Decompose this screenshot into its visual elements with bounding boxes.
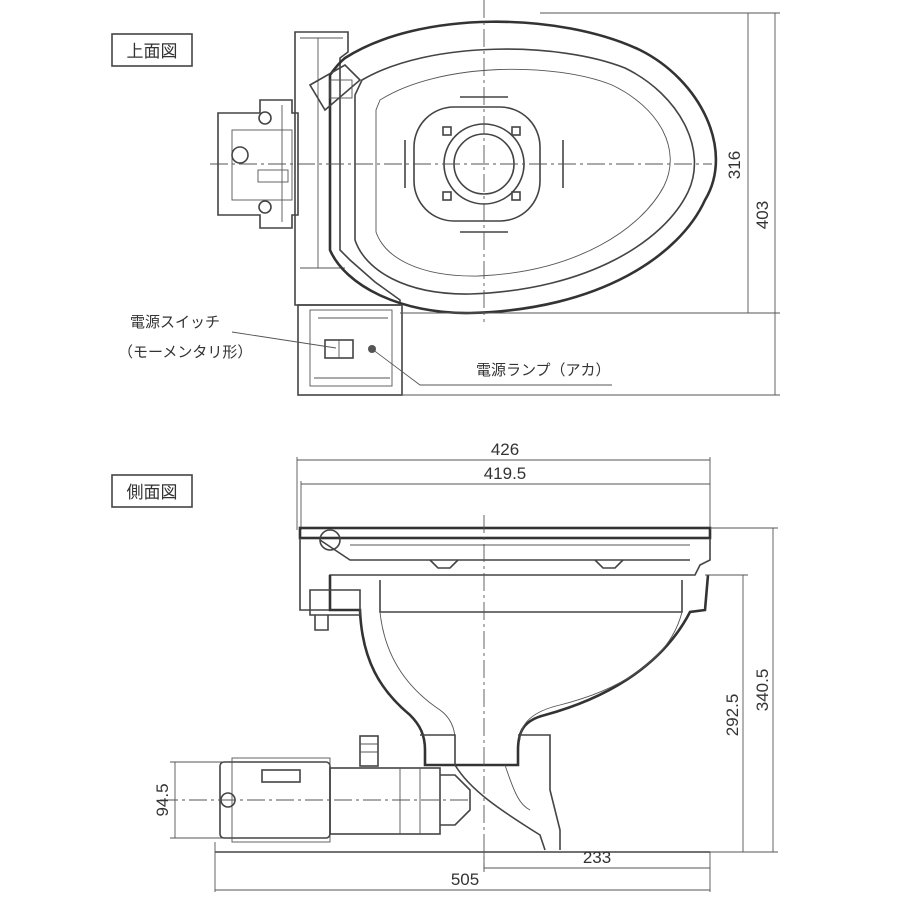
dim-505: 505 bbox=[451, 870, 479, 889]
dim-316: 316 bbox=[725, 151, 744, 179]
side-view: 側面図 426 419.5 bbox=[111, 440, 778, 892]
bowl-side bbox=[309, 574, 710, 767]
callout-switch-type: （モーメンタリ形） bbox=[118, 343, 252, 361]
control-panel bbox=[297, 304, 403, 396]
dim-426: 426 bbox=[491, 440, 519, 459]
seat-side bbox=[298, 526, 712, 611]
bowl-rim bbox=[375, 68, 671, 277]
base-side bbox=[215, 734, 710, 853]
dim-233: 233 bbox=[583, 848, 611, 867]
callout-power-lamp: 電源ランプ（アカ） bbox=[476, 361, 611, 379]
seat-inner bbox=[354, 48, 696, 295]
top-view-label: 上面図 bbox=[127, 42, 178, 62]
side-view-label: 側面図 bbox=[127, 483, 178, 503]
hinge-side bbox=[319, 529, 341, 551]
dim-2925: 292.5 bbox=[723, 694, 742, 737]
pump-side bbox=[219, 735, 471, 843]
dim-403: 403 bbox=[753, 201, 772, 229]
side-view-label-box bbox=[111, 474, 193, 508]
dim-945: 94.5 bbox=[153, 783, 172, 816]
pump-top bbox=[217, 99, 299, 229]
hinge bbox=[308, 64, 362, 112]
dim-4195: 419.5 bbox=[484, 464, 527, 483]
dim-3405: 340.5 bbox=[753, 669, 772, 712]
top-view-label-box bbox=[111, 33, 193, 67]
seat-outer bbox=[328, 20, 718, 315]
hose-fitting bbox=[359, 735, 379, 767]
callout-power-switch: 電源スイッチ bbox=[130, 313, 220, 331]
rear-housing bbox=[294, 31, 401, 306]
top-view: 上面図 bbox=[111, 0, 780, 396]
